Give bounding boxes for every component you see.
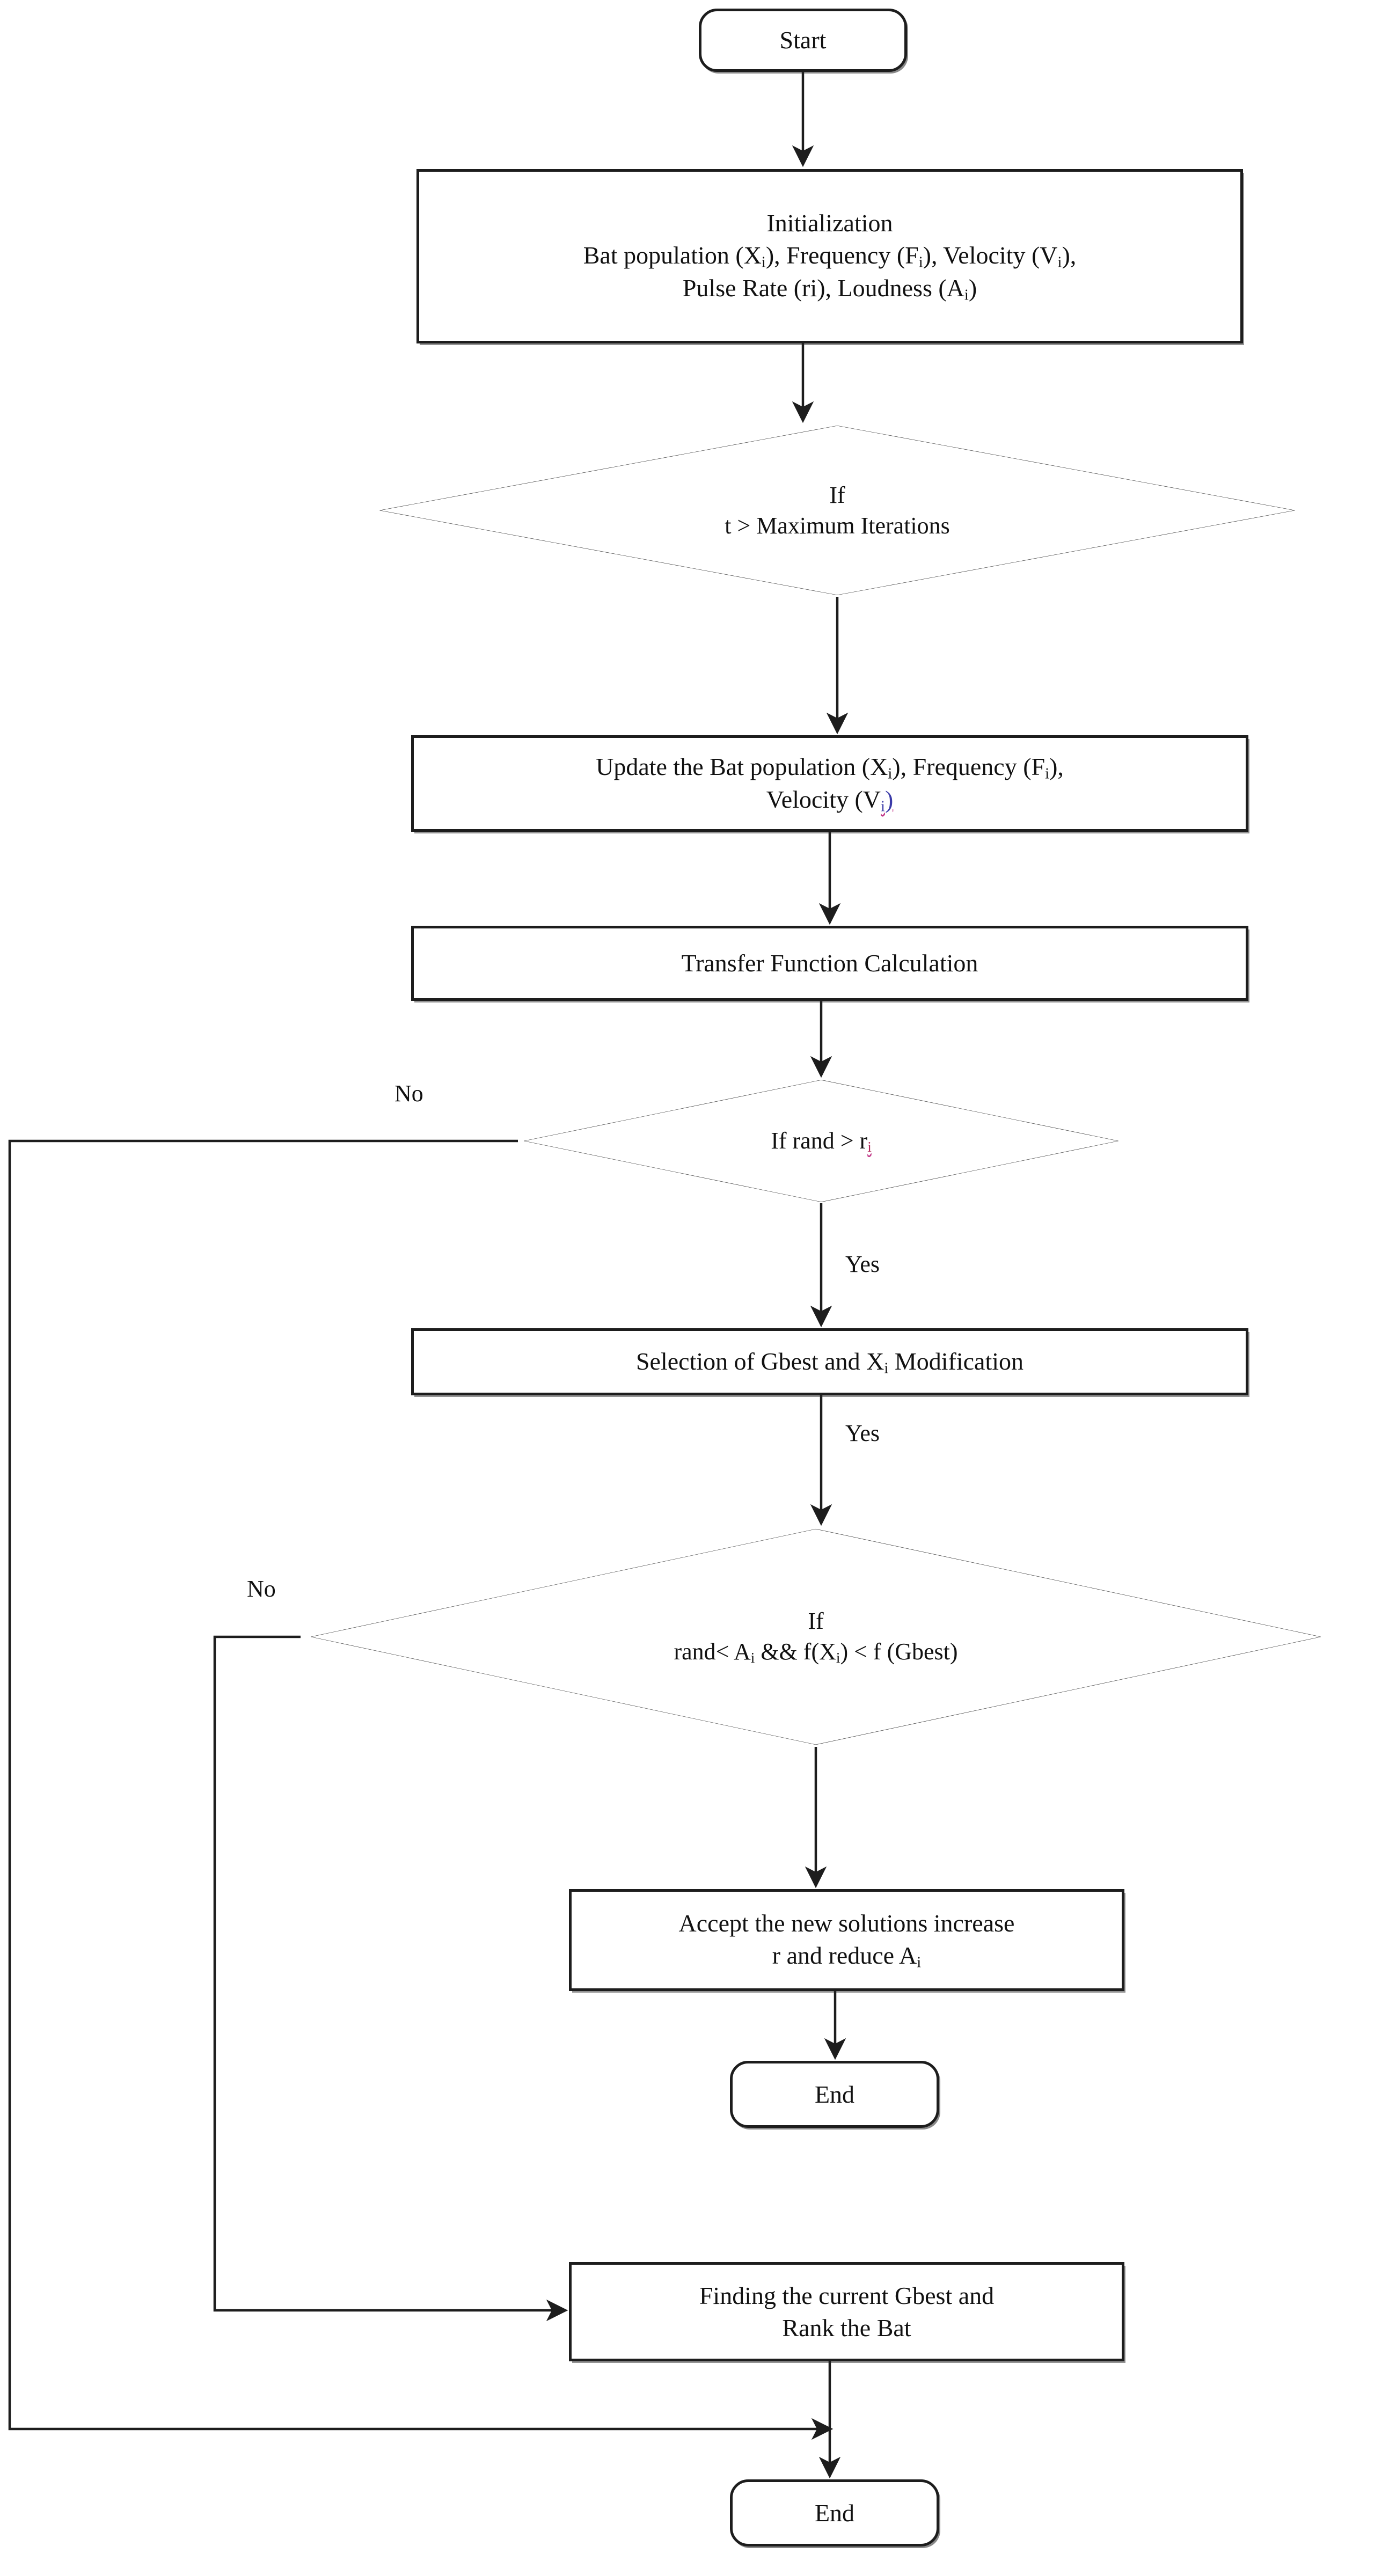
decision-diamond-shape (370, 424, 1304, 597)
node-decision-rand-gt-r[interactable]: If rand > ri (518, 1079, 1124, 1203)
node-start-label: Start (779, 26, 827, 54)
finding-line-1: Finding the current Gbest and (699, 2281, 995, 2309)
decision-accept-line-1: If (808, 1608, 824, 1635)
decision-accept-line-2: rand< Ai && f(Xi) < f (Gbest) (674, 1638, 958, 1666)
initialization-line-1: Initialization (766, 209, 893, 237)
node-start[interactable]: Start (699, 9, 907, 72)
node-decision-accept-label: If rand< Ai && f(Xi) < f (Gbest) (301, 1606, 1331, 1668)
decision-diamond-shape (301, 1527, 1331, 1747)
node-update-population-label: Update the Bat population (Xi), Frequenc… (414, 751, 1246, 817)
node-transfer-function-label: Transfer Function Calculation (681, 949, 978, 977)
node-selection-gbest-label: Selection of Gbest and Xi Modification (635, 1347, 1024, 1377)
decision-rand-no-to-left-rail (8, 1139, 834, 2440)
decision-max-iterations-line-2: t > Maximum Iterations (725, 513, 950, 539)
update-line-2: Velocity (Vi) (766, 786, 894, 815)
decision-diamond-shape (518, 1079, 1124, 1203)
edges-group (8, 72, 849, 2479)
node-decision-accept[interactable]: If rand< Ai && f(Xi) < f (Gbest) (301, 1527, 1331, 1747)
node-initialization-label: Initialization Bat population (Xi), Freq… (419, 207, 1240, 305)
update-line-1: Update the Bat population (Xi), Frequenc… (596, 752, 1064, 782)
no-label-rand: No (394, 1080, 423, 1107)
decision-accept-no-to-finding (213, 1635, 568, 2322)
node-end-mid-label: End (814, 2080, 855, 2108)
node-selection-gbest[interactable]: Selection of Gbest and Xi Modification (411, 1328, 1248, 1395)
initialization-line-2: Bat population (Xi), Frequency (Fi), Vel… (583, 241, 1077, 271)
node-end-final-label: End (814, 2499, 855, 2527)
node-end-final[interactable]: End (730, 2479, 939, 2546)
yes-label-rand: Yes (845, 1251, 880, 1277)
node-finding-gbest[interactable]: Finding the current Gbest and Rank the B… (569, 2262, 1124, 2361)
node-decision-max-iterations-label: If t > Maximum Iterations (370, 480, 1304, 541)
node-finding-gbest-label: Finding the current Gbest and Rank the B… (572, 2280, 1122, 2344)
node-decision-max-iterations[interactable]: If t > Maximum Iterations (370, 424, 1304, 597)
node-initialization[interactable]: Initialization Bat population (Xi), Freq… (416, 169, 1243, 343)
node-update-population[interactable]: Update the Bat population (Xi), Frequenc… (411, 735, 1248, 832)
initialization-line-3: Pulse Rate (ri), Loudness (Ai) (682, 274, 977, 304)
node-accept-solutions[interactable]: Accept the new solutions increase r and … (569, 1889, 1124, 1991)
node-end-mid[interactable]: End (730, 2061, 939, 2128)
no-label-accept: No (247, 1576, 276, 1602)
accept-line-2: r and reduce Ai (772, 1942, 922, 1971)
node-accept-solutions-label: Accept the new solutions increase r and … (572, 1907, 1122, 1972)
node-decision-rand-gt-r-label: If rand > ri (771, 1127, 872, 1155)
finding-line-2: Rank the Bat (782, 2314, 911, 2341)
decision-max-iterations-line-1: If (829, 481, 845, 508)
accept-line-1: Accept the new solutions increase (678, 1909, 1015, 1937)
yes-label-selection: Yes (845, 1420, 880, 1446)
node-transfer-function[interactable]: Transfer Function Calculation (411, 926, 1248, 1001)
